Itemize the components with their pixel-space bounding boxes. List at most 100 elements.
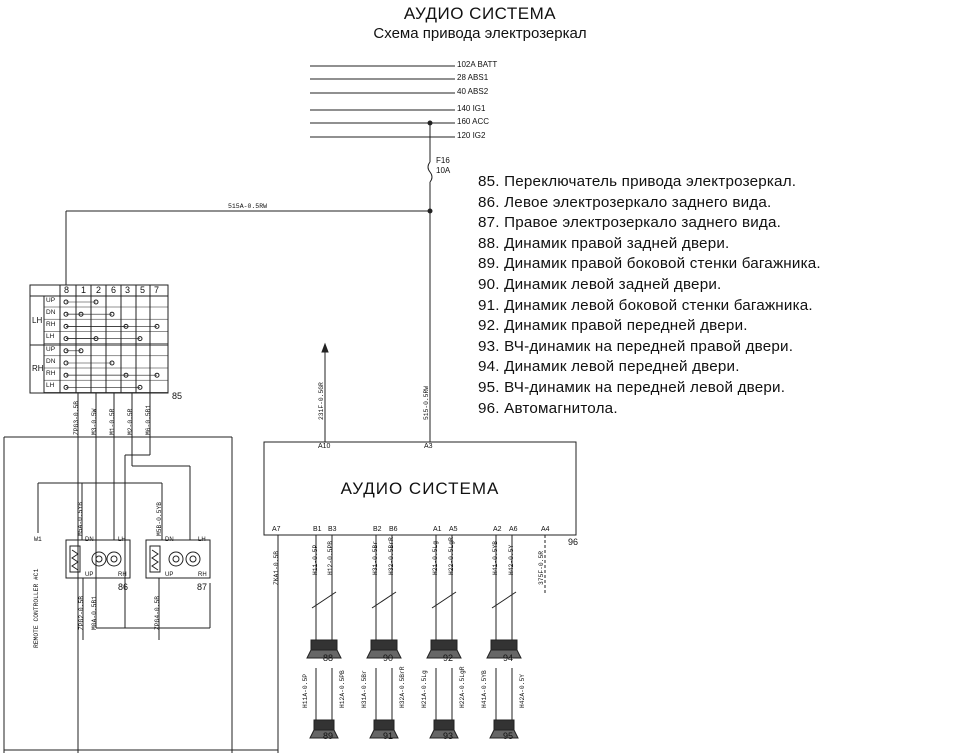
audio-box-number: 96: [568, 537, 579, 547]
speaker-icon: [373, 719, 395, 731]
diagram-subtitle: Схема привода электрозеркал: [373, 25, 587, 42]
acc-feed: [65, 123, 433, 442]
audio-pin: A4: [541, 526, 550, 533]
twisted-pair-mark: [431, 591, 457, 609]
audio-pin: A3: [424, 443, 433, 450]
switch-col-label: 5: [140, 285, 146, 295]
speaker-wire: H12A-0.5PB: [339, 670, 346, 708]
mirror-number: 87: [197, 582, 208, 592]
mirror-pin-label: UP: [85, 572, 94, 578]
audio-pin: A10: [318, 443, 331, 450]
switch-row-label: RH: [46, 370, 56, 377]
audio-pin: B3: [328, 526, 337, 533]
switch-wire: M3-0.5W: [91, 408, 98, 435]
speaker-wire: H42-0.5Y: [508, 544, 515, 575]
legend-item: 95. ВЧ-динамик на передней левой двери.: [478, 378, 786, 396]
speaker-icon: [429, 729, 459, 739]
speaker-wire: H32A-0.5BrR: [399, 666, 406, 708]
switch-contact: [154, 323, 160, 329]
switch-group-label: LH: [32, 316, 43, 325]
switch-col-label: 8: [64, 285, 70, 295]
switch-contact: [93, 299, 99, 305]
speaker-number: 94: [503, 653, 514, 663]
fuse-name: F16: [436, 156, 450, 165]
speaker-wire: 375F-0.5R: [538, 550, 545, 585]
speaker-wire: H32-0.5BrR: [388, 537, 395, 575]
mirror-wire: M5A-0.5YB: [77, 501, 84, 536]
speaker-number: 91: [383, 731, 394, 741]
twisted-pair-mark: [311, 591, 337, 609]
mirror-pin-label: LH: [198, 537, 206, 543]
speaker-number: 90: [383, 653, 394, 663]
mirror-wire: M0A-0.5B1: [91, 595, 98, 630]
speaker-icon: [490, 639, 518, 651]
switch-col-label: 1: [81, 285, 87, 295]
legend-item: 93. ВЧ-динамик на передней правой двери.: [478, 337, 794, 355]
speaker-icon: [493, 719, 515, 731]
speaker-icon: [366, 649, 402, 659]
twisted-pair-mark: [371, 591, 397, 609]
legend-item: 88. Динамик правой задней двери.: [478, 234, 730, 252]
switch-row-label: RH: [46, 321, 56, 328]
speaker-wires: [311, 535, 546, 720]
speaker-wire: H42A-0.5Y: [519, 673, 526, 708]
switch-row-label: UP: [46, 346, 56, 353]
legend-item: 92. Динамик правой передней двери.: [478, 317, 748, 335]
audio-pin: B6: [389, 526, 398, 533]
mirror-wire: ZPG4-0.5B: [154, 595, 161, 630]
mirror-pin-label: DN: [85, 537, 94, 543]
switch-col-label: 6: [111, 285, 117, 295]
mirror-switch-85: [29, 284, 169, 394]
power-line-label: 120 IG2: [457, 131, 486, 140]
antenna-line: [321, 342, 329, 442]
legend-item: 94. Динамик левой передней двери.: [478, 358, 740, 376]
audio-box-title: АУДИО СИСТЕМА: [340, 479, 500, 498]
audio-pin: A6: [509, 526, 518, 533]
speaker-wire: H41A-0.5YB: [481, 670, 488, 708]
power-line-label: 40 ABS2: [457, 87, 489, 96]
speaker-wire: H22A-0.5LgR: [459, 666, 466, 708]
speaker-wire: H11A-0.5P: [302, 673, 309, 708]
mirror-pin-label: LH: [118, 537, 126, 543]
mirror-86: [65, 539, 131, 579]
mirror-pin-label: DN: [165, 537, 174, 543]
antenna-wire: 231F-0.5GR: [318, 382, 325, 420]
switch-wire: ZPG3-0.5B: [73, 400, 80, 435]
audio-pin: A5: [449, 526, 458, 533]
speaker-icon: [309, 729, 339, 739]
audio-pin: B2: [373, 526, 382, 533]
mirror-pin-label: RH: [198, 572, 207, 578]
fuse-rating: 10A: [436, 166, 451, 175]
legend-item: 86. Левое электрозеркало заднего вида.: [478, 193, 772, 211]
component-legend: 85. Переключатель привода электрозеркал.…: [478, 172, 821, 419]
switch-contact: [154, 372, 160, 378]
speaker-number: 92: [443, 653, 454, 663]
speaker-icon: [310, 639, 338, 651]
power-bus-lines: [310, 65, 455, 138]
legend-item: 89. Динамик правой боковой стенки багажн…: [478, 255, 821, 273]
switch-wire: M2-0.5R: [127, 408, 134, 435]
switch-to-mirror-wires: [37, 393, 211, 640]
speaker-number: 89: [323, 731, 334, 741]
speaker-icon: [370, 639, 398, 651]
mirror-pin-label: UP: [165, 572, 174, 578]
twisted-pair-mark: [491, 591, 517, 609]
speaker-wire: H11-0.5P: [312, 544, 319, 575]
legend-item: 85. Переключатель привода электрозеркал.: [478, 173, 797, 190]
switch-contact: [109, 311, 115, 317]
speaker-wire: H31A-0.5Br: [361, 670, 368, 708]
switch-group-label: RH: [32, 364, 44, 373]
speaker-wire: H31-0.5Br: [372, 540, 379, 575]
speaker-icon: [306, 649, 342, 659]
mirror-wire: M5B-0.5YB: [156, 501, 163, 536]
switch-col-label: 7: [154, 285, 160, 295]
power-line-label: 160 ACC: [457, 117, 490, 126]
switch-row-label: LH: [46, 382, 55, 389]
switch-contact: [78, 348, 84, 354]
diagram-title: АУДИО СИСТЕМА: [403, 4, 557, 23]
speaker-wire: H41-0.5YB: [492, 540, 499, 575]
switch-col-label: 3: [125, 285, 131, 295]
speaker-icon: [426, 649, 462, 659]
power-line-label: 102A BATT: [457, 60, 498, 69]
